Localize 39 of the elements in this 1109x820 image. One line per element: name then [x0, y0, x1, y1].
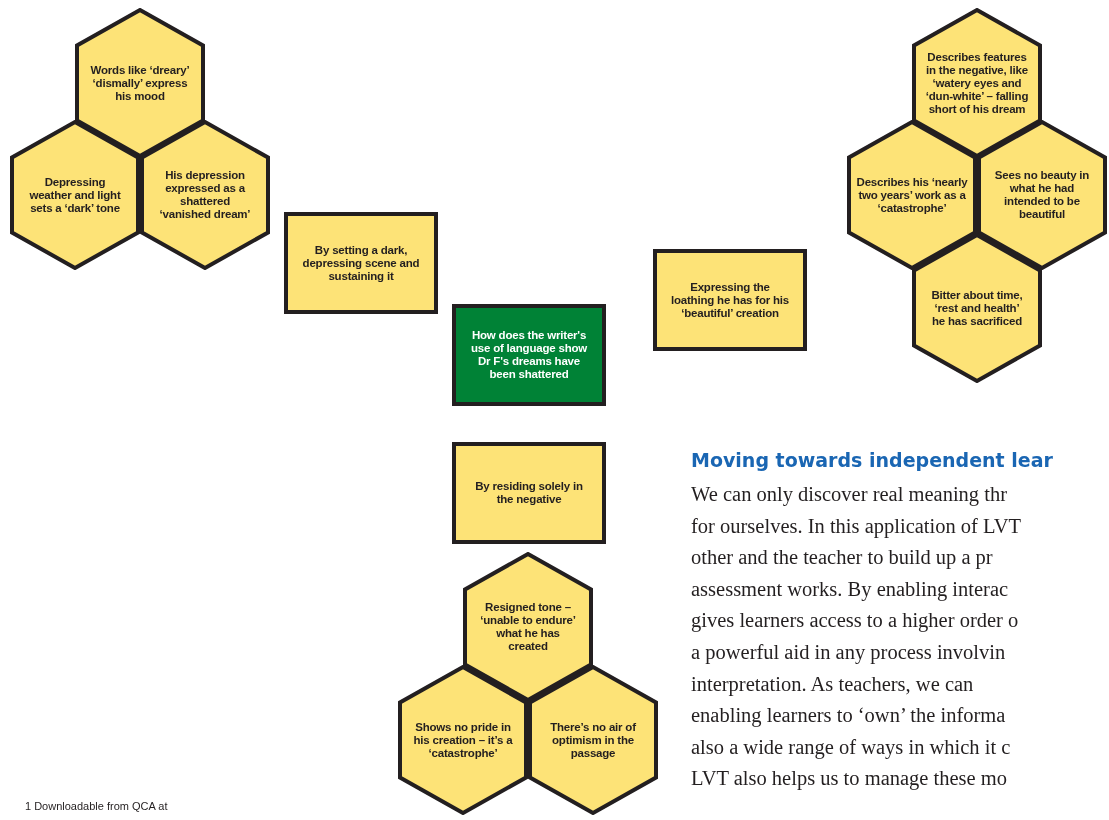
node-text: How does the writer's use of language show Dr F's dreams have been shattered: [469, 329, 589, 381]
hexagon-box: [977, 120, 1107, 270]
body-text-line: We can only discover real meaning thr: [691, 483, 1007, 506]
hexagon-box: [10, 120, 140, 270]
body-text-line: gives learners access to a higher order o: [691, 609, 1019, 633]
node-text: Resigned tone – ‘unable to endure’ what he has created: [479, 601, 577, 653]
body-text-line: a powerful aid in any process involvin: [691, 641, 1006, 664]
hexagon-box: [528, 665, 658, 815]
hexagon-box: [398, 665, 528, 815]
node-text: By residing solely in the negative: [474, 480, 584, 506]
text-box: [284, 212, 438, 314]
node-text: There’s no air of optimism in the passage: [549, 720, 637, 760]
body-text-line: assessment works. By enabling interac: [691, 577, 1009, 601]
node-text: Depressing weather and light sets a ‘dark’ tone: [28, 175, 122, 215]
hexagon-box: [463, 552, 593, 702]
body-text-line: for ourselves. In this application of LVT: [691, 514, 1022, 538]
node-text: Sees no beauty in what he had intended to be beautiful: [993, 169, 1091, 221]
node-text: Words like ‘dreary’ ‘dismally’ express his mood: [90, 63, 190, 103]
body-text-line: enabling learners to ‘own’ the informa: [691, 704, 1006, 728]
text-box: [452, 442, 606, 544]
footnote: 1 Downloadable from QCA at: [25, 800, 168, 812]
node-text: Expressing the loathing he has for his ‘beautiful’ creation: [670, 280, 790, 320]
section-heading: Moving towards independent lear: [691, 449, 1053, 471]
body-text-line: also a wide range of ways in which it c: [691, 735, 1011, 759]
text-box: [653, 249, 807, 351]
node-text: Shows no pride in his creation – it’s a ‘catastrophe’: [413, 720, 513, 760]
hexagon-box: [75, 8, 205, 158]
node-text: His depression expressed as a shattered ‘vanished dream’: [158, 169, 252, 221]
body-text-line: LVT also helps us to manage these mo: [691, 767, 1007, 791]
question-box: [452, 304, 606, 406]
body-text-line: other and the teacher to build up a pr: [691, 546, 993, 570]
node-text: Describes his ‘nearly two years’ work as a ‘catastrophe’: [856, 175, 968, 215]
node-text: Describes features in the negative, like ‘watery eyes and ‘dun-white’ – falling short of his dream: [924, 50, 1030, 116]
hexagon-box: [912, 233, 1042, 383]
hexagon-box: [140, 120, 270, 270]
body-text-line: interpretation. As teachers, we can: [691, 672, 974, 696]
node-text: Bitter about time, ‘rest and health’ he has sacrificed: [930, 288, 1024, 328]
hexagon-box: [847, 120, 977, 270]
node-text: By setting a dark, depressing scene and sustaining it: [301, 243, 421, 283]
